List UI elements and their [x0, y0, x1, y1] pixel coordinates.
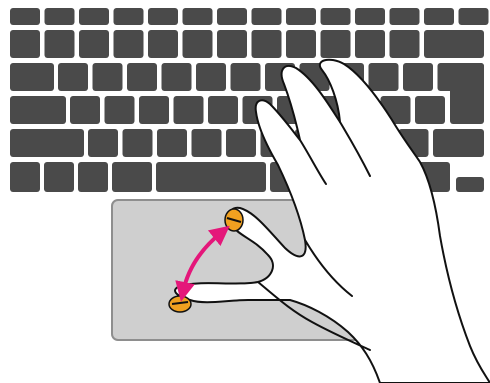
keyboard-key — [70, 96, 100, 124]
keyboard-key — [415, 96, 445, 124]
keyboard-key — [231, 63, 261, 91]
keyboard-key — [286, 30, 316, 58]
keyboard-key — [252, 30, 282, 58]
keyboard-key — [390, 8, 420, 25]
keyboard-key — [424, 8, 454, 25]
keyboard-key — [79, 30, 109, 58]
keyboard-key — [88, 129, 118, 157]
keyboard-key — [114, 8, 144, 25]
keyboard-key — [10, 162, 40, 192]
keyboard-key — [196, 63, 226, 91]
keyboard-key — [456, 177, 484, 192]
keyboard-key — [45, 30, 75, 58]
keyboard-key — [148, 8, 178, 25]
keyboard-key — [10, 96, 66, 124]
keyboard-key — [44, 162, 74, 192]
keyboard-key — [105, 96, 135, 124]
keyboard-key — [321, 30, 351, 58]
keyboard-key — [114, 30, 144, 58]
keyboard-key — [58, 63, 88, 91]
keyboard-key — [157, 129, 187, 157]
keyboard-key — [183, 30, 213, 58]
keyboard-key — [10, 30, 40, 58]
keyboard-key — [45, 8, 75, 25]
keyboard-key — [433, 129, 484, 157]
keyboard-key — [355, 30, 385, 58]
fingertip-icon — [169, 296, 191, 312]
keyboard-key — [174, 96, 204, 124]
keyboard-key — [369, 63, 399, 91]
keyboard-key — [450, 63, 484, 124]
keyboard-key — [139, 96, 169, 124]
keyboard-key — [78, 162, 108, 192]
keyboard-key — [148, 30, 178, 58]
keyboard-key — [162, 63, 192, 91]
keyboard-key — [390, 30, 420, 58]
keyboard-key — [226, 129, 256, 157]
keyboard-key — [123, 129, 153, 157]
keyboard-key — [156, 162, 266, 192]
keyboard-key — [217, 8, 247, 25]
fingertip-icon — [225, 209, 243, 231]
keyboard-key — [286, 8, 316, 25]
keyboard-key — [112, 162, 152, 192]
keyboard-key — [127, 63, 157, 91]
keyboard-key — [183, 8, 213, 25]
keyboard-key — [459, 8, 489, 25]
keyboard-key — [208, 96, 238, 124]
keyboard-key — [252, 8, 282, 25]
keyboard-key — [192, 129, 222, 157]
keyboard-key — [93, 63, 123, 91]
keyboard-key — [321, 8, 351, 25]
keyboard-key — [10, 129, 84, 157]
keyboard-key — [10, 8, 40, 25]
keyboard-key — [217, 30, 247, 58]
keyboard-key — [10, 63, 54, 91]
keyboard-key — [79, 8, 109, 25]
keyboard-key — [403, 63, 433, 91]
keyboard-key — [355, 8, 385, 25]
keyboard-key — [424, 30, 484, 58]
